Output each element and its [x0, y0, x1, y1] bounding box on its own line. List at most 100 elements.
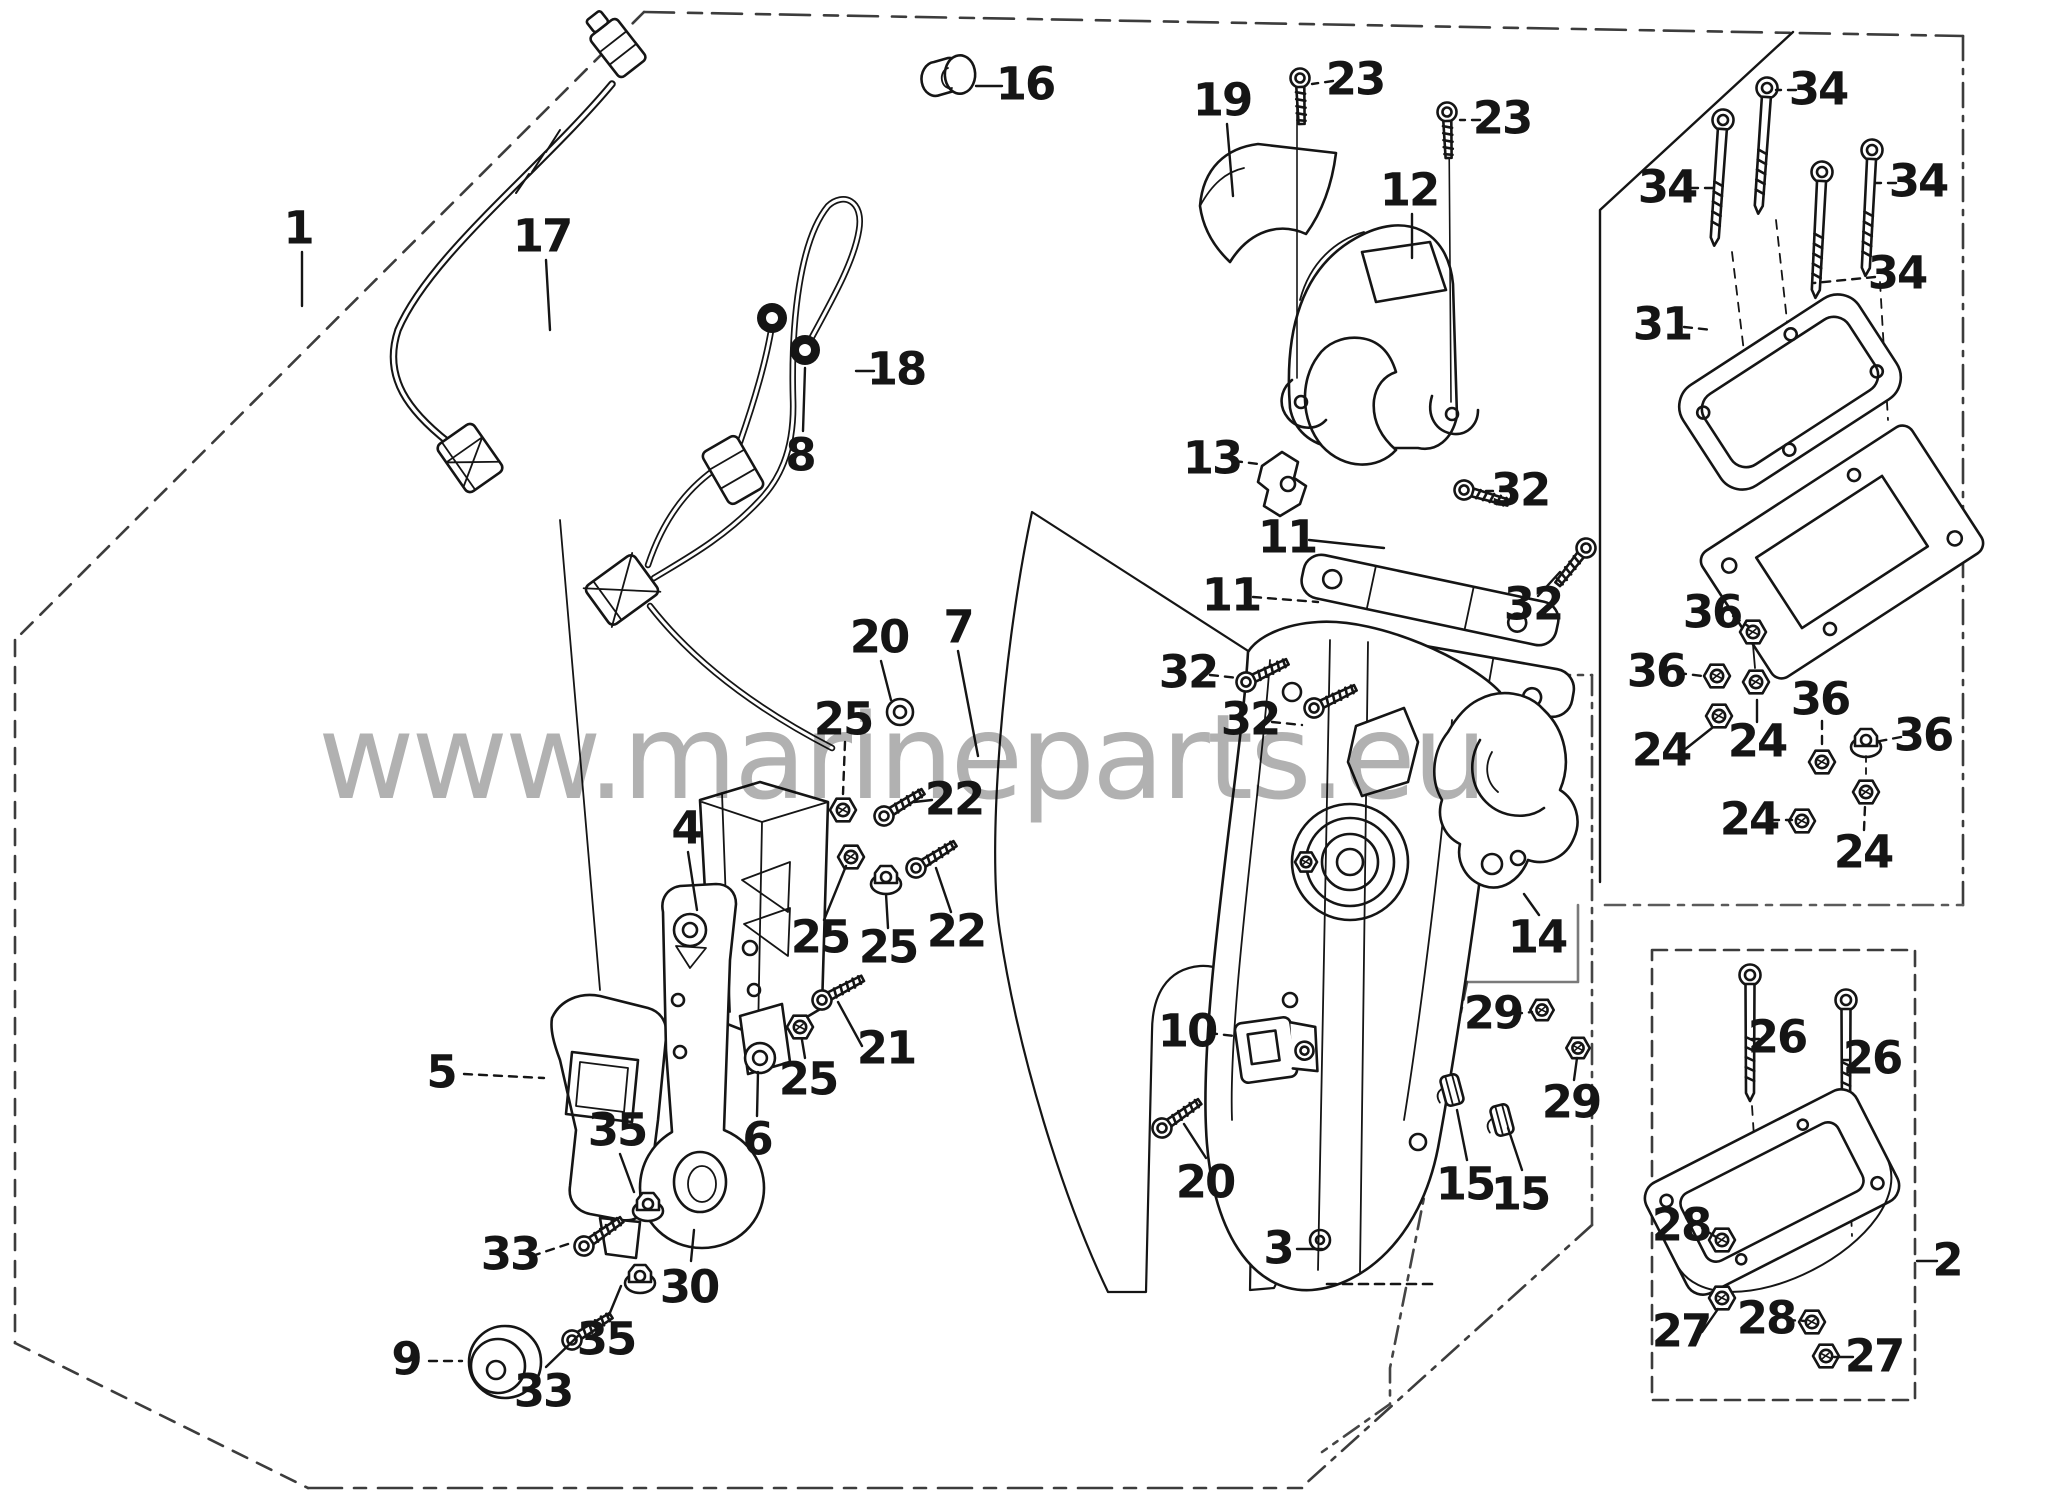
leader-17 — [546, 260, 550, 330]
part-label-25: 25 — [813, 692, 875, 746]
backing-plate — [1696, 421, 1987, 683]
body-3 — [1205, 622, 1500, 1290]
part-label-34: 34 — [1637, 160, 1699, 214]
gasket-31 — [1669, 284, 1910, 499]
leader-33 — [532, 1242, 574, 1256]
part-label-17: 17 — [512, 209, 574, 263]
grommet-8a — [755, 301, 789, 335]
connector-bottom — [435, 422, 504, 495]
leader-13 — [1234, 461, 1258, 464]
part-label-6: 6 — [742, 1112, 773, 1166]
connector-mid — [701, 434, 766, 506]
part-label-12: 12 — [1379, 163, 1441, 217]
part-label-31: 31 — [1632, 297, 1694, 351]
part-label-10: 10 — [1157, 1004, 1219, 1058]
grommet-8b — [788, 333, 822, 367]
part-label-11: 11 — [1201, 568, 1263, 622]
leader-15 — [1457, 1110, 1467, 1160]
part-label-1: 1 — [283, 201, 314, 255]
leader-23 — [1312, 81, 1333, 84]
bushing-6 — [743, 1041, 777, 1075]
leader-32 — [1210, 675, 1238, 678]
leader-4 — [688, 852, 697, 910]
spacer-block — [1639, 1083, 1917, 1324]
leader-36 — [1733, 616, 1748, 626]
leader-15 — [1508, 1128, 1522, 1170]
part-label-13: 13 — [1182, 431, 1244, 485]
part-label-3: 3 — [1263, 1221, 1294, 1275]
leader-32 — [1272, 722, 1302, 725]
leader-22 — [936, 868, 951, 912]
handle-arm-30 — [640, 884, 764, 1248]
part-label-15: 15 — [1490, 1167, 1552, 1221]
leader-36 — [1880, 737, 1901, 741]
part-label-26: 26 — [1747, 1010, 1809, 1064]
leader-35 — [620, 1154, 634, 1192]
leader-28 — [1702, 1228, 1716, 1237]
part-label-34: 34 — [1888, 154, 1950, 208]
leader-24 — [1683, 728, 1712, 751]
right-panel-boundary — [1600, 32, 1963, 905]
leader-11 — [1309, 540, 1384, 548]
kit-panel-2-box — [1652, 950, 1915, 1400]
leader-25 — [886, 894, 888, 928]
bushing-16 — [921, 55, 975, 96]
part-label-24: 24 — [1833, 825, 1895, 879]
clamp-13 — [1258, 452, 1306, 516]
part-label-25: 25 — [790, 910, 852, 964]
part-label-32: 32 — [1220, 692, 1282, 746]
part-label-27: 27 — [1651, 1304, 1713, 1358]
part-label-35: 35 — [587, 1103, 649, 1157]
part-label-29: 29 — [1541, 1075, 1603, 1129]
knob-9 — [469, 1326, 541, 1398]
part-label-4: 4 — [671, 801, 702, 855]
kit-panel-2-parts — [1639, 963, 1917, 1369]
clamp-bracket-10 — [1234, 1013, 1322, 1084]
leader-7 — [958, 651, 978, 756]
cam-bracket-14 — [1434, 693, 1577, 887]
part-label-36: 36 — [1790, 672, 1852, 726]
part-label-26: 26 — [1842, 1031, 1904, 1085]
part-label-25: 25 — [778, 1052, 840, 1106]
part-label-23: 23 — [1325, 52, 1387, 106]
leader-21 — [838, 1002, 862, 1046]
part-label-8: 8 — [785, 428, 816, 482]
part-label-35: 35 — [576, 1312, 638, 1366]
part-label-16: 16 — [995, 57, 1057, 111]
connector-top — [579, 5, 647, 79]
part-label-5: 5 — [426, 1045, 457, 1099]
screw-20b — [1147, 1092, 1207, 1143]
part-label-14: 14 — [1507, 910, 1569, 964]
part-label-19: 19 — [1192, 73, 1254, 127]
leader-8 — [803, 368, 805, 431]
part-label-20: 20 — [1175, 1155, 1237, 1209]
leader-20 — [1184, 1124, 1206, 1158]
part-label-27: 27 — [1844, 1329, 1906, 1383]
leader-35 — [609, 1286, 621, 1315]
link-plate-11a — [1298, 551, 1561, 648]
part-label-36: 36 — [1626, 644, 1688, 698]
nut-cluster-36-24 — [1702, 619, 1883, 834]
part-label-22: 22 — [924, 772, 986, 826]
part-label-24: 24 — [1727, 714, 1789, 768]
part-label-25: 25 — [858, 920, 920, 974]
leader-14 — [1524, 894, 1539, 915]
shim-strip-19 — [1200, 144, 1336, 262]
part-label-36: 36 — [1893, 708, 1955, 762]
leader-25 — [802, 1040, 805, 1058]
leader-19 — [1227, 124, 1233, 196]
leader-25 — [824, 866, 846, 920]
leader-6 — [757, 1072, 758, 1116]
leader-32 — [1538, 572, 1560, 596]
leader-11 — [1253, 597, 1318, 602]
leader-5 — [464, 1074, 544, 1078]
part-label-28: 28 — [1736, 1291, 1798, 1345]
ring-20a — [885, 697, 915, 727]
leader-24 — [1864, 806, 1865, 830]
connector-plug — [584, 553, 661, 627]
leader-10 — [1209, 1033, 1234, 1036]
part-label-24: 24 — [1631, 723, 1693, 777]
part-label-36: 36 — [1682, 585, 1744, 639]
part-label-18: 18 — [866, 342, 928, 396]
